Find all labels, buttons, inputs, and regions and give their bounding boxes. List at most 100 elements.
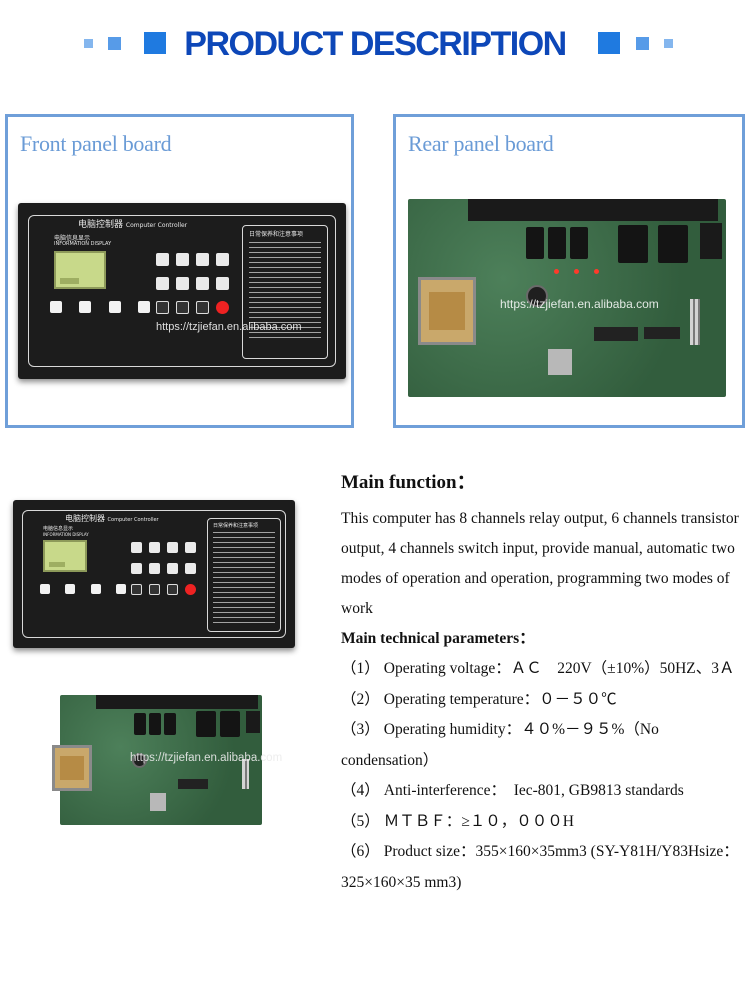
function-key-icon	[167, 542, 178, 553]
page-title: PRODUCT DESCRIPTION	[184, 25, 567, 63]
run-key-icon	[196, 301, 209, 314]
inc-key-icon	[65, 584, 76, 594]
run-key-icon	[167, 584, 178, 595]
relay	[196, 711, 216, 737]
terminal-block	[700, 223, 722, 259]
capacitor	[526, 285, 548, 307]
keypad-row	[40, 584, 126, 594]
function-key-icon	[216, 277, 229, 290]
function-key-icon	[176, 277, 189, 290]
parameter-item: （6）Product size：355×160×35mm3 (SY-Y81H/Y…	[341, 843, 739, 891]
relay	[658, 225, 688, 263]
parameter-item: （4）Anti-interference： Iec-801, GB9813 st…	[341, 782, 684, 799]
inc-key-icon	[79, 301, 92, 313]
next-key-icon	[50, 301, 62, 313]
function-key-icon	[149, 542, 160, 553]
dec-key-icon	[108, 301, 121, 313]
section-header: PRODUCT DESCRIPTION	[0, 22, 750, 66]
function-key-icon	[196, 253, 209, 266]
rear-panel-image: https://tzjiefan.en.alibaba.com	[408, 199, 726, 397]
function-key-icon	[156, 253, 169, 266]
relay	[149, 713, 161, 735]
led	[574, 269, 579, 274]
panel-border	[22, 510, 286, 638]
pin-header	[242, 759, 249, 789]
relay	[570, 227, 588, 259]
led	[594, 269, 599, 274]
front-panel-frame: Front panel board 电脑控制器 Computer Control…	[5, 114, 354, 428]
led	[554, 269, 559, 274]
maintenance-notes: 日常保养和注意事项	[207, 518, 281, 632]
transformer	[52, 745, 92, 791]
function-key-icon	[196, 277, 209, 290]
relay	[220, 711, 240, 737]
connector	[548, 349, 572, 375]
function-key-icon	[131, 563, 142, 574]
controller-photo: 电脑控制器 Computer Controller 电脑信息显示 INFORMA…	[13, 500, 295, 648]
front-panel-caption: Front panel board	[20, 131, 172, 156]
step-key-icon	[137, 301, 150, 313]
maintenance-notes: 日常保养和注意事项	[242, 225, 328, 359]
display-label-en: INFORMATION DISPLAY	[43, 532, 89, 537]
function-key-icon	[185, 542, 196, 553]
panel-border	[28, 215, 336, 367]
parameter-item: （5）ＭＴＢＦ：≥１０，０００H	[341, 812, 574, 830]
connector	[150, 793, 166, 811]
notes-title: 日常保养和注意事项	[249, 231, 304, 238]
display-label-cn: 电脑信息显示	[54, 235, 91, 242]
parameter-item: （3）Operating humidity：４０%－９５%（No condens…	[341, 721, 659, 769]
power-key-icon	[185, 584, 196, 595]
capacitor	[132, 753, 147, 768]
power-key-icon	[216, 301, 229, 314]
terminal-block	[246, 711, 260, 733]
rear-panel-frame: Rear panel board https://tzjiefan.en.ali…	[393, 114, 745, 428]
function-key-icon	[167, 563, 178, 574]
deco-square-icon	[598, 32, 620, 54]
relay	[548, 227, 566, 259]
step-key-icon	[115, 584, 126, 594]
parameter-item: （1）Operating voltage：ＡＣ 220V（±10%）50HZ、3…	[341, 660, 735, 677]
function-key-icon	[131, 542, 142, 553]
function-key-icon	[185, 563, 196, 574]
esc-key-icon	[149, 584, 160, 595]
display-label-cn: 电脑信息显示	[43, 526, 74, 532]
terminal-block	[468, 199, 718, 221]
function-key-icon	[149, 563, 160, 574]
lcd-screen	[43, 540, 87, 572]
lcd-screen	[54, 251, 106, 289]
ic-chip	[644, 327, 680, 339]
watermark: https://tzjiefan.en.alibaba.com	[156, 321, 302, 333]
deco-square-icon	[84, 39, 93, 48]
enter-key-icon	[156, 301, 169, 314]
function-key-icon	[176, 253, 189, 266]
main-function-text: This computer has 8 channels relay outpu…	[341, 510, 739, 617]
dec-key-icon	[90, 584, 101, 594]
description-text: Main function： This computer has 8 chann…	[341, 470, 745, 898]
esc-key-icon	[176, 301, 189, 314]
ic-chip	[178, 779, 208, 789]
rear-panel-caption: Rear panel board	[408, 131, 554, 156]
ic-chip	[594, 327, 638, 341]
relay	[526, 227, 544, 259]
watermark: https://tzjiefan.en.alibaba.com	[500, 297, 659, 311]
parameter-item: （2）Operating temperature：０－５０℃	[341, 690, 617, 708]
relay	[164, 713, 176, 735]
pcb-photo	[52, 695, 262, 825]
notes-title: 日常保养和注意事项	[213, 523, 259, 529]
deco-square-icon	[636, 37, 649, 50]
next-key-icon	[40, 584, 50, 594]
front-panel-image: 电脑控制器 Computer Controller 电脑信息显示 INFORMA…	[18, 203, 346, 379]
keypad-row	[50, 301, 150, 313]
relay	[618, 225, 648, 263]
pin-header	[690, 299, 700, 345]
display-label-en: INFORMATION DISPLAY	[54, 241, 112, 247]
watermark: https://tzjiefan.en.alibaba.com	[130, 752, 283, 764]
function-key-icon	[216, 253, 229, 266]
relay	[134, 713, 146, 735]
technical-parameters-heading: Main technical parameters：	[341, 630, 535, 647]
main-function-heading: Main function：	[341, 472, 476, 493]
terminal-block	[96, 695, 258, 709]
controller-title: 电脑控制器 Computer Controller	[65, 514, 159, 523]
function-key-icon	[156, 277, 169, 290]
enter-key-icon	[131, 584, 142, 595]
